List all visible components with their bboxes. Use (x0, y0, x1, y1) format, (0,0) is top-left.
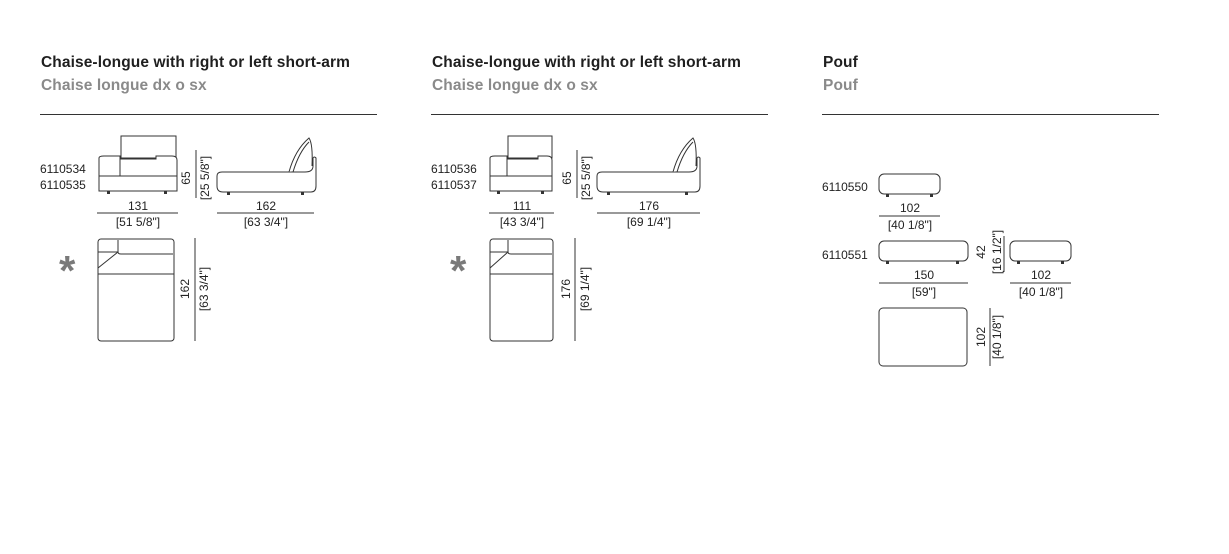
side-view-drawing (596, 137, 701, 195)
height-dimension: 65 (560, 171, 574, 185)
product-code: 6110535 (40, 178, 86, 192)
front-width-dimension: 131 (127, 199, 149, 213)
section-title: Chaise-longue with right or left short-a… (432, 54, 742, 71)
front-width-line (489, 212, 554, 214)
small-pouf-width: 102 (899, 201, 921, 215)
height-dimension-inches: [25 5/8"] (579, 155, 593, 201)
section-pouf: Pouf Pouf 6110550 102 [40 1/8"] 6110551 … (822, 0, 1163, 554)
plan-view-drawing (489, 238, 554, 342)
front-width-dimension-inches: [43 3/4"] (499, 215, 545, 229)
plan-depth-dimension-inches: [69 1/4"] (578, 266, 592, 312)
pouf-plan-depth-inches: [40 1/8"] (990, 314, 1004, 360)
plan-depth-dimension: 176 (559, 278, 573, 300)
product-code: 6110534 (40, 162, 86, 176)
pouf-height-dimension: 42 (974, 245, 988, 259)
side-depth-line (217, 212, 314, 214)
pouf-plan-depth-line (989, 308, 991, 366)
section-subtitle: Chaise longue dx o sx (432, 77, 598, 94)
plan-depth-line (574, 238, 576, 341)
side-pouf-width: 102 (1030, 268, 1052, 282)
height-dimension-inches: [25 5/8"] (198, 155, 212, 201)
pouf-plan-drawing (878, 307, 968, 367)
side-depth-dimension-inches: [63 3/4"] (243, 215, 289, 229)
pouf-plan-depth: 102 (974, 326, 988, 348)
front-width-dimension: 111 (512, 199, 532, 213)
height-line (195, 150, 197, 198)
product-code: 6110536 (431, 162, 477, 176)
divider (40, 114, 377, 115)
section-title: Chaise-longue with right or left short-a… (41, 54, 351, 71)
product-code: 6110537 (431, 178, 477, 192)
star-symbol: * (59, 247, 76, 294)
pouf-height-dimension-inches: [16 1/2"] (990, 229, 1004, 275)
product-code: 6110551 (822, 248, 868, 262)
large-pouf-width: 150 (913, 268, 935, 282)
plan-depth-line (194, 238, 196, 341)
small-pouf-width-inches: [40 1/8"] (887, 218, 933, 232)
large-pouf-width-line (879, 282, 968, 284)
front-width-line (97, 212, 178, 214)
section-title: Pouf (823, 54, 858, 71)
plan-depth-dimension-inches: [63 3/4"] (197, 266, 211, 312)
front-view-drawing (489, 135, 553, 194)
product-code: 6110550 (822, 180, 868, 194)
star-symbol: * (450, 247, 467, 294)
side-depth-dimension: 176 (638, 199, 660, 213)
large-pouf-width-inches: [59"] (911, 285, 937, 299)
side-view-drawing (216, 137, 317, 195)
divider (431, 114, 768, 115)
plan-view-drawing (97, 238, 175, 342)
section-chaise-111: Chaise-longue with right or left short-a… (431, 0, 772, 554)
front-width-dimension-inches: [51 5/8"] (115, 215, 161, 229)
height-dimension: 65 (179, 171, 193, 185)
front-view-drawing (98, 135, 178, 194)
section-subtitle: Pouf (823, 77, 858, 94)
plan-depth-dimension: 162 (178, 278, 192, 300)
large-pouf-drawing (878, 240, 969, 264)
side-depth-dimension-inches: [69 1/4"] (626, 215, 672, 229)
side-pouf-drawing (1009, 240, 1072, 264)
divider (822, 114, 1159, 115)
pouf-height-line (1003, 236, 1005, 272)
side-pouf-width-inches: [40 1/8"] (1018, 285, 1064, 299)
height-line (576, 150, 578, 198)
small-pouf-width-line (879, 215, 940, 217)
side-pouf-width-line (1010, 282, 1071, 284)
section-subtitle: Chaise longue dx o sx (41, 77, 207, 94)
section-chaise-131: Chaise-longue with right or left short-a… (40, 0, 381, 554)
small-pouf-drawing (878, 173, 941, 197)
side-depth-dimension: 162 (255, 199, 277, 213)
side-depth-line (597, 212, 700, 214)
